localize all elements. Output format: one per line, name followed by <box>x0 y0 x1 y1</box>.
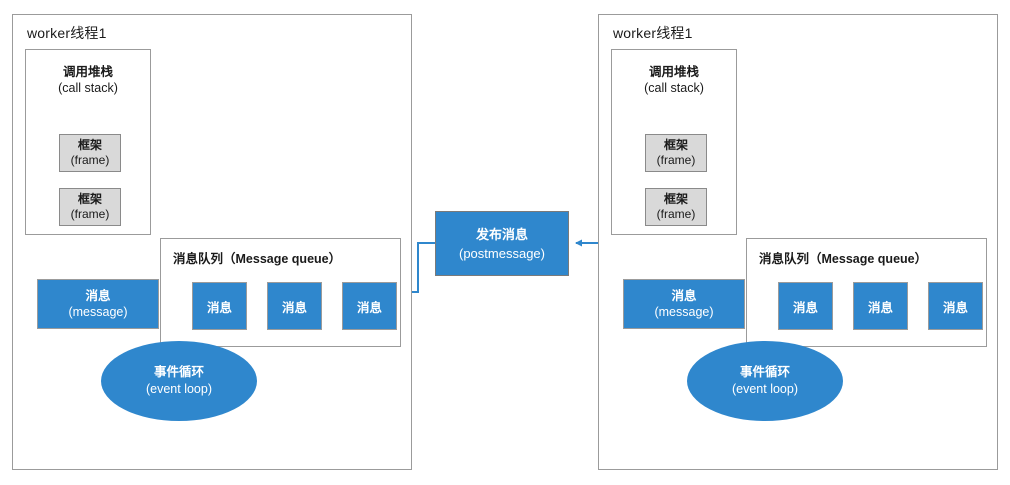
message-box-label-cn-right: 消息 <box>671 289 697 303</box>
queue-message-right-1[interactable]: 消息 <box>853 282 908 330</box>
queue-message-label-left-0: 消息 <box>206 300 232 315</box>
worker-panel-left[interactable]: worker线程1 调用堆栈 (call stack) 框架 (frame) 框… <box>12 14 412 470</box>
message-queue-title-left: 消息队列（Message queue） <box>173 248 341 267</box>
panel-title-right: worker线程1 <box>613 25 693 41</box>
message-box-label-cn-left: 消息 <box>85 289 111 303</box>
queue-message-right-0[interactable]: 消息 <box>778 282 833 330</box>
call-stack-box-right[interactable]: 调用堆栈 (call stack) 框架 (frame) 框架 (frame) <box>611 49 737 235</box>
message-queue-title-en-left: （Message queue） <box>223 252 342 266</box>
message-queue-title-cn-right: 消息队列 <box>759 252 810 266</box>
message-queue-title-cn-left: 消息队列 <box>173 252 224 266</box>
worker-panel-right[interactable]: worker线程1 调用堆栈 (call stack) 框架 (frame) 框… <box>598 14 998 470</box>
queue-message-label-left-2: 消息 <box>356 300 382 315</box>
call-stack-label-cn-right: 调用堆栈 <box>648 65 699 79</box>
event-loop-ellipse-right[interactable]: 事件循环 (event loop) <box>687 341 843 421</box>
post-message-box[interactable]: 发布消息 (postmessage) <box>435 211 569 276</box>
event-loop-label-en-left: (event loop) <box>145 382 212 396</box>
message-box-left[interactable]: 消息 (message) <box>37 279 159 329</box>
frame-label-en-left-1: (frame) <box>70 207 110 221</box>
queue-message-right-2[interactable]: 消息 <box>928 282 983 330</box>
queue-message-label-right-1: 消息 <box>867 300 893 315</box>
call-stack-label-left: 调用堆栈 (call stack) <box>26 64 150 96</box>
call-stack-label-en-left: (call stack) <box>58 81 118 95</box>
event-loop-label-cn-left: 事件循环 <box>153 365 204 379</box>
message-box-label-en-left: (message) <box>68 305 128 319</box>
queue-message-left-2[interactable]: 消息 <box>342 282 397 330</box>
frame-box-left-0[interactable]: 框架 (frame) <box>59 134 121 172</box>
post-message-label-en: (postmessage) <box>459 245 545 261</box>
message-queue-title-en-right: （Message queue） <box>809 252 928 266</box>
queue-message-left-1[interactable]: 消息 <box>267 282 322 330</box>
post-message-label-cn: 发布消息 <box>475 226 528 242</box>
event-loop-label-cn-right: 事件循环 <box>739 365 790 379</box>
queue-message-label-right-2: 消息 <box>942 300 968 315</box>
frame-label-en-left-0: (frame) <box>70 153 110 167</box>
message-queue-box-right[interactable]: 消息队列（Message queue） 消息 消息 消息 <box>746 238 987 347</box>
frame-label-cn-left-0: 框架 <box>77 138 102 152</box>
call-stack-label-en-right: (call stack) <box>644 81 704 95</box>
event-loop-label-en-right: (event loop) <box>731 382 798 396</box>
event-loop-ellipse-left[interactable]: 事件循环 (event loop) <box>101 341 257 421</box>
frame-label-en-right-0: (frame) <box>656 153 696 167</box>
frame-label-cn-right-0: 框架 <box>663 138 688 152</box>
frame-box-right-1[interactable]: 框架 (frame) <box>645 188 707 226</box>
frame-label-cn-left-1: 框架 <box>77 192 102 206</box>
message-queue-box-left[interactable]: 消息队列（Message queue） 消息 消息 消息 <box>160 238 401 347</box>
frame-label-cn-right-1: 框架 <box>663 192 688 206</box>
call-stack-label-right: 调用堆栈 (call stack) <box>612 64 736 96</box>
queue-message-left-0[interactable]: 消息 <box>192 282 247 330</box>
panel-title-left: worker线程1 <box>27 25 107 41</box>
queue-message-label-left-1: 消息 <box>281 300 307 315</box>
queue-message-label-right-0: 消息 <box>792 300 818 315</box>
call-stack-label-cn-left: 调用堆栈 <box>62 65 113 79</box>
call-stack-box-left[interactable]: 调用堆栈 (call stack) 框架 (frame) 框架 (frame) <box>25 49 151 235</box>
frame-label-en-right-1: (frame) <box>656 207 696 221</box>
frame-box-left-1[interactable]: 框架 (frame) <box>59 188 121 226</box>
frame-box-right-0[interactable]: 框架 (frame) <box>645 134 707 172</box>
message-box-label-en-right: (message) <box>654 305 714 319</box>
message-box-right[interactable]: 消息 (message) <box>623 279 745 329</box>
message-queue-title-right: 消息队列（Message queue） <box>759 248 927 267</box>
